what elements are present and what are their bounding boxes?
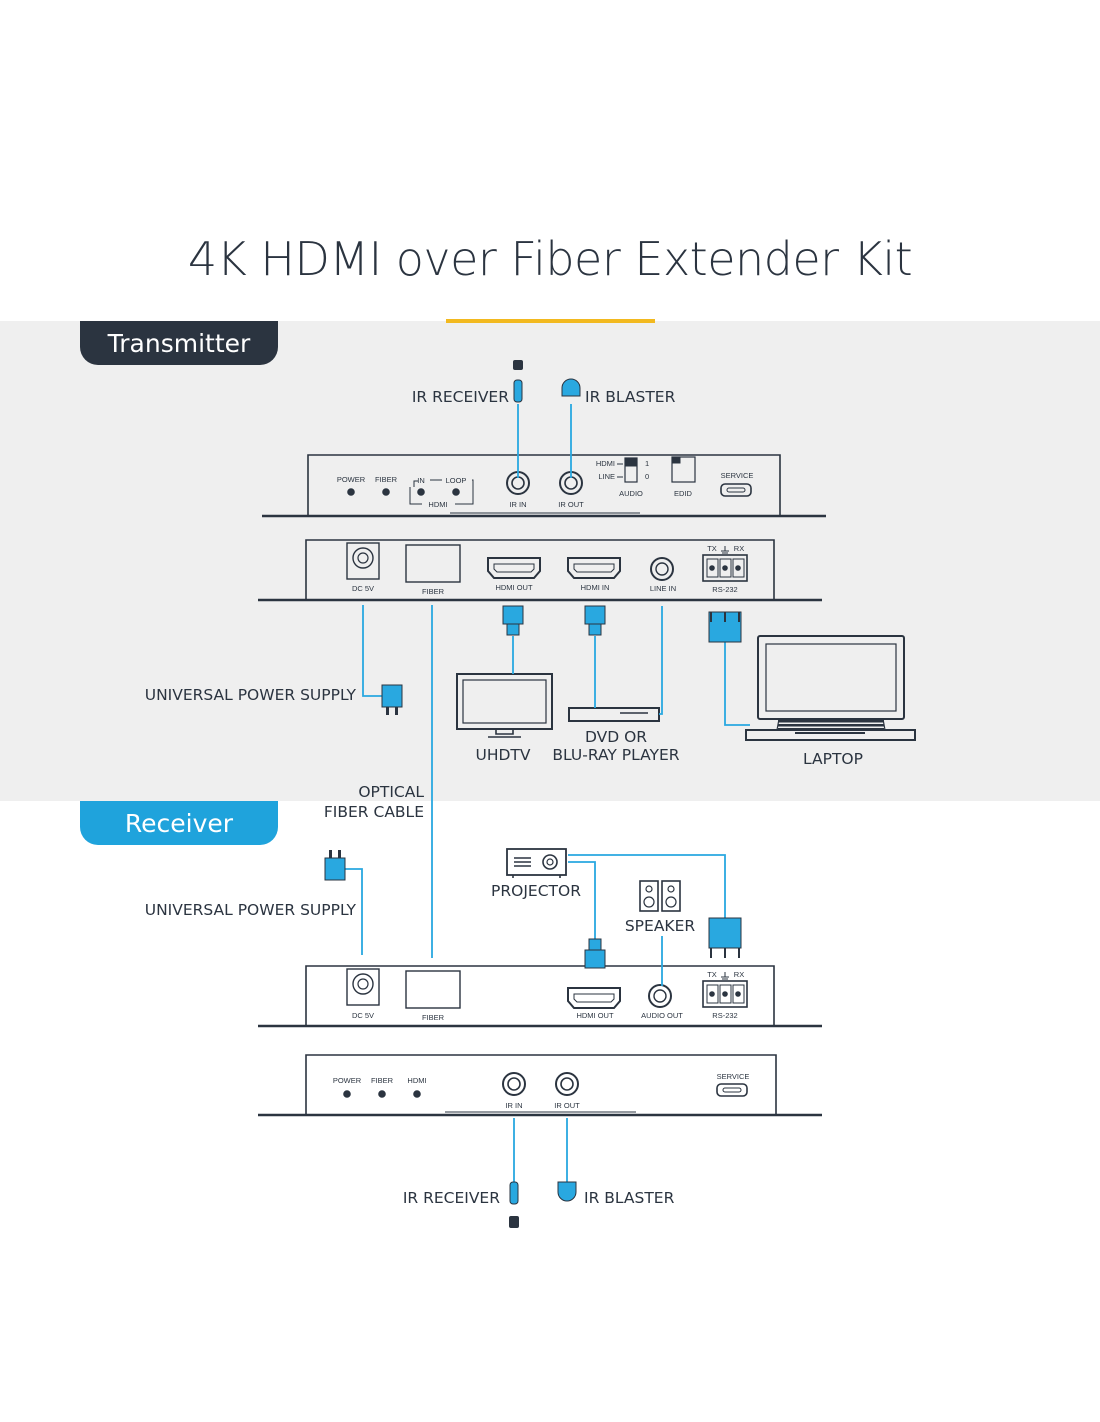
tx-rear-rs232-label: RS-232: [712, 585, 737, 594]
title-accent-bar: [446, 319, 655, 323]
rx-front-ir-in-label: IR IN: [505, 1101, 522, 1110]
tx-front-in-label: IN: [417, 476, 425, 485]
tx-front-hdmi-label: HDMI: [428, 500, 447, 509]
tx-front-service-label: SERVICE: [721, 471, 754, 480]
tx-front-audio-label: AUDIO: [619, 489, 643, 498]
cables: [343, 404, 750, 1182]
rx-rear-fiber-label: FIBER: [422, 1013, 445, 1022]
rx-power-supply-label: UNIVERSAL POWER SUPPLY: [144, 901, 356, 919]
dvd-player-device: [568, 707, 660, 722]
receiver-rear-panel: [258, 965, 822, 1028]
rx-front-ir-out-label: IR OUT: [554, 1101, 580, 1110]
tx-rear-rx-label: RX: [734, 544, 744, 553]
projector-device: [506, 848, 567, 878]
rx-ir-blaster-label: IR BLASTER: [584, 1189, 675, 1207]
rx-front-power-label: POWER: [333, 1076, 362, 1085]
rx-rear-hdmi-out-label: HDMI OUT: [576, 1011, 613, 1020]
speaker-label: SPEAKER: [624, 917, 696, 935]
optical-cable-label-line1: OPTICAL: [358, 783, 424, 801]
tx-power-supply-label: UNIVERSAL POWER SUPPLY: [144, 686, 356, 704]
tx-front-fiber-label: FIBER: [375, 475, 398, 484]
tx-front-edid-label: EDID: [674, 489, 693, 498]
projector-label: PROJECTOR: [491, 882, 581, 900]
rx-front-service-label: SERVICE: [717, 1072, 750, 1081]
uhdtv-label: UHDTV: [475, 746, 531, 764]
tx-rear-hdmi-in-label: HDMI IN: [581, 583, 610, 592]
receiver-tab: Receiver: [80, 801, 278, 845]
tx-rear-fiber-label: FIBER: [422, 587, 445, 596]
tx-rear-dc5v-label: DC 5V: [352, 584, 374, 593]
player-label-line1: DVD OR: [584, 728, 648, 746]
rx-ir-receiver-label: IR RECEIVER: [402, 1189, 500, 1207]
tx-front-ir-in-label: IR IN: [509, 500, 526, 509]
tx-front-loop-label: LOOP: [446, 476, 467, 485]
rx-rear-rx-label: RX: [734, 970, 744, 979]
optical-cable-label-line2: FIBER CABLE: [323, 803, 424, 821]
tx-front-power-label: POWER: [337, 475, 366, 484]
rx-front-fiber-label: FIBER: [371, 1076, 394, 1085]
transmitter-rear-panel: [258, 539, 822, 602]
rx-front-hdmi-label: HDMI: [407, 1076, 426, 1085]
tx-front-switch-1: 1: [645, 459, 649, 468]
tx-front-line-switch-label: LINE: [598, 472, 615, 481]
rx-rear-dc5v-label: DC 5V: [352, 1011, 374, 1020]
rx-rear-rs232-label: RS-232: [712, 1011, 737, 1020]
transmitter-section-background: [0, 321, 1100, 801]
tx-rear-tx-label: TX: [707, 544, 717, 553]
rx-rear-audio-out-label: AUDIO OUT: [641, 1011, 683, 1020]
tx-front-hdmi-switch-label: HDMI: [596, 459, 615, 468]
transmitter-front-panel: [262, 454, 826, 518]
transmitter-tab: Transmitter: [80, 321, 278, 365]
rx-rear-tx-label: TX: [707, 970, 717, 979]
tx-rear-hdmi-out-label: HDMI OUT: [495, 583, 532, 592]
laptop-label: LAPTOP: [803, 750, 863, 768]
page-title: 4K HDMI over Fiber Extender Kit: [187, 232, 913, 286]
uhdtv-device: [456, 673, 553, 738]
tx-ir-blaster-label: IR BLASTER: [585, 388, 676, 406]
tx-front-switch-0: 0: [645, 472, 649, 481]
tx-ir-receiver-label: IR RECEIVER: [411, 388, 509, 406]
speaker-device: [639, 880, 681, 912]
player-label-line2: BLU-RAY PLAYER: [552, 746, 680, 764]
tx-front-ir-out-label: IR OUT: [558, 500, 584, 509]
receiver-front-panel: [258, 1054, 822, 1117]
tx-rear-line-in-label: LINE IN: [650, 584, 676, 593]
